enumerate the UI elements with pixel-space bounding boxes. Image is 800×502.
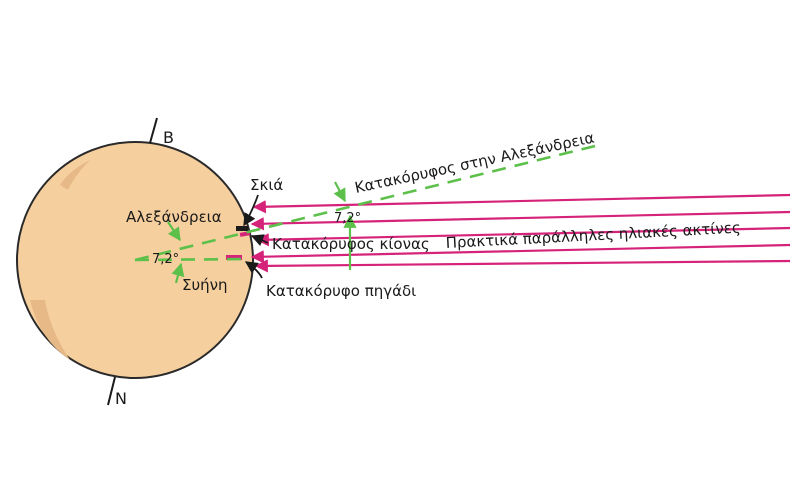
angle-markers	[167, 181, 357, 284]
angle-ray-label: 7,2°	[334, 211, 361, 226]
angle-arrow-alexandria-top	[167, 221, 181, 242]
sun-rays	[250, 193, 791, 273]
alexandria-vertical-line	[134, 144, 596, 262]
vertical-guides	[134, 144, 596, 262]
north-axis-tick	[149, 117, 158, 144]
alexandria-label: Αλεξάνδρεια	[126, 208, 222, 226]
vertical-alexandria-label: Κατακόρυφος στην Αλεξάνδρεια	[353, 128, 596, 196]
column-shadow	[236, 226, 248, 231]
syene-vertical-line	[134, 257, 249, 262]
earth-shading	[30, 300, 70, 360]
angle-arrow-syene-bottom	[171, 262, 185, 284]
vertical-well-label: Κατακόρυφο πηγάδι	[266, 282, 416, 300]
shadow-pointer-arrow	[243, 194, 259, 227]
sun-ray	[254, 259, 791, 273]
sun-ray	[250, 243, 791, 264]
south-label: Ν	[115, 389, 127, 408]
sun-ray	[252, 193, 791, 214]
sun-ray	[250, 210, 791, 231]
well-pointer-arrow	[244, 261, 263, 279]
pointer-arrows	[243, 194, 269, 279]
vertical-well	[226, 255, 242, 260]
south-axis-tick	[107, 376, 116, 406]
syene-label: Συήνη	[182, 276, 228, 294]
angle-arrow-ray-top	[333, 181, 346, 203]
vertical-column-label: Κατακόρυφος κίονας	[272, 235, 430, 253]
earth-shading	[60, 160, 90, 190]
column-pointer-arrow	[250, 234, 269, 247]
north-label: Β	[163, 128, 174, 147]
sun-ray	[255, 226, 791, 247]
angle-center-label: 7,2°	[152, 252, 179, 267]
shadow-label: Σκιά	[250, 176, 283, 194]
